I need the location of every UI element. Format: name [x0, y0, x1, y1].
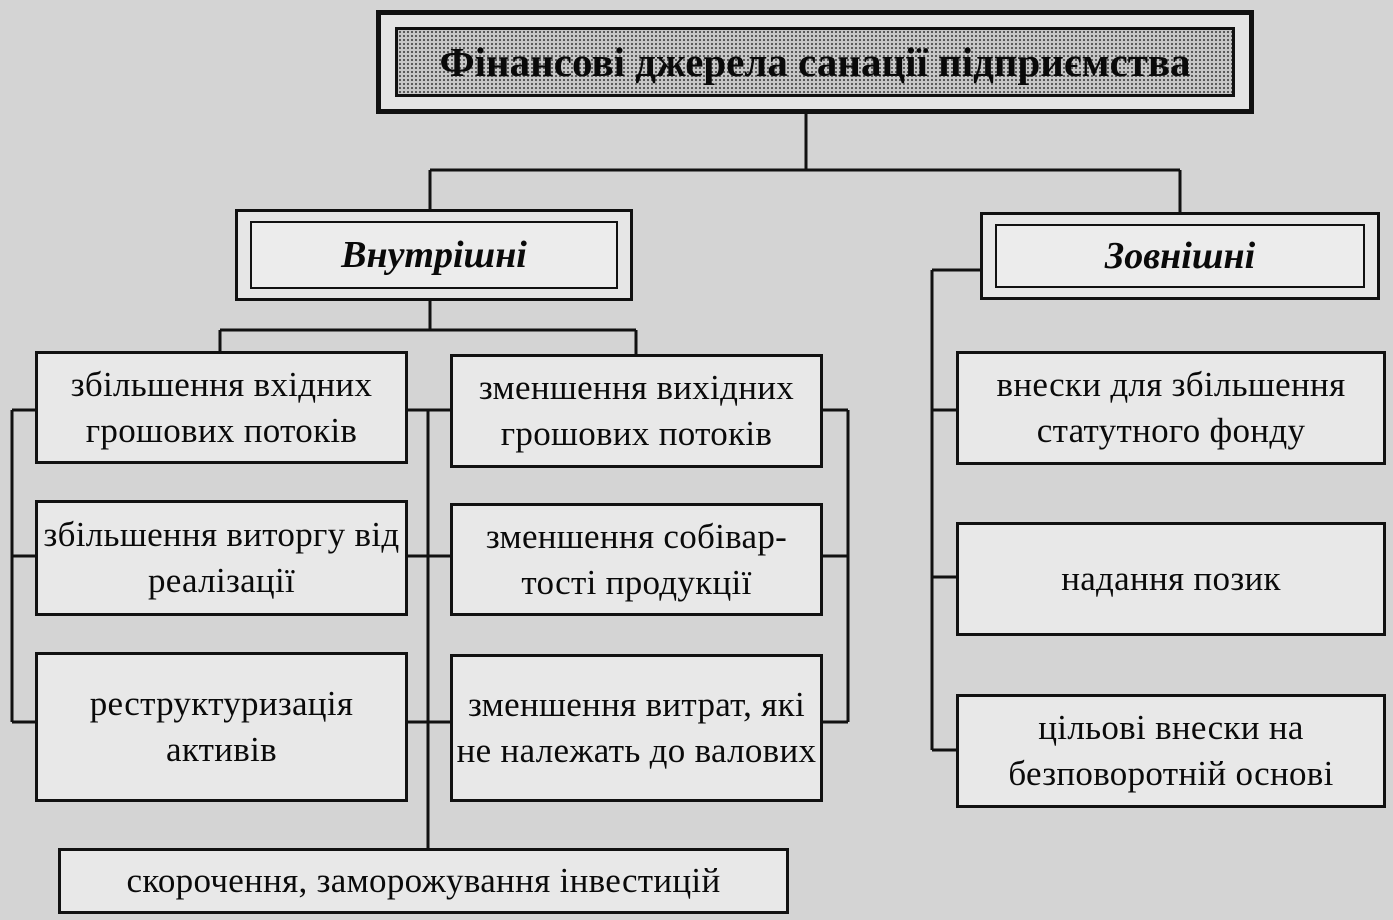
- internal-bottom-item: скорочення, заморожування інвестицій: [58, 848, 789, 914]
- category-external: Зовнішні: [980, 212, 1380, 300]
- external-item: надання позик: [956, 522, 1386, 636]
- external-item: внески для збільшення статутного фонду: [956, 351, 1386, 465]
- internal-right-item: зменшення витрат, які не належать до вал…: [450, 654, 823, 802]
- external-item: цільові внески на безповоротній основі: [956, 694, 1386, 808]
- internal-right-item: зменшення собівар-тості продукції: [450, 503, 823, 616]
- internal-left-item: збільшення вхідних грошових потоків: [35, 351, 408, 464]
- diagram-title-frame: Фінансові джерела санації підприємства: [376, 10, 1254, 114]
- internal-right-item: зменшення вихідних грошових потоків: [450, 354, 823, 468]
- category-external-label: Зовнішні: [995, 224, 1365, 288]
- internal-left-item: реструктуризація активів: [35, 652, 408, 802]
- category-internal: Внутрішні: [235, 209, 633, 301]
- diagram-title: Фінансові джерела санації підприємства: [395, 27, 1235, 97]
- category-internal-label: Внутрішні: [250, 221, 618, 289]
- internal-left-item: збільшення виторгу від реалізації: [35, 500, 408, 616]
